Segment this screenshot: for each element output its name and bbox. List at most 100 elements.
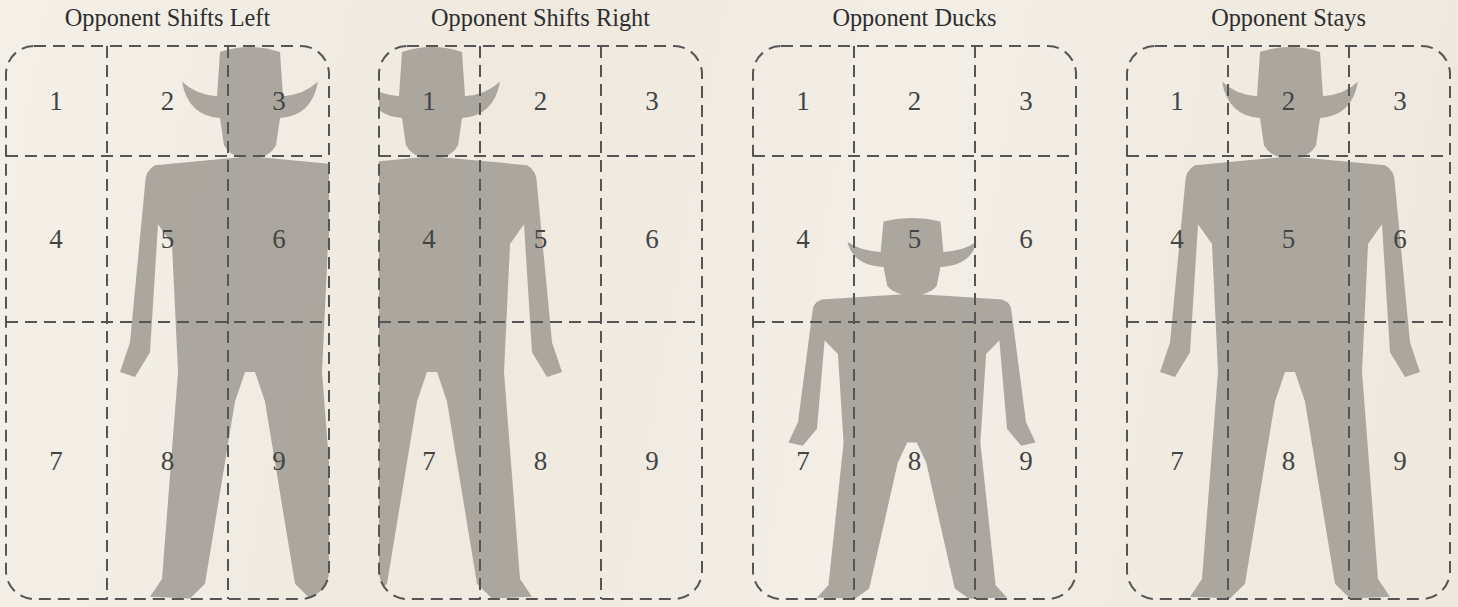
cell-number: 2 xyxy=(908,86,922,116)
panel-outline xyxy=(379,46,702,599)
cell-number: 7 xyxy=(796,446,810,476)
grid-cell: 8 xyxy=(854,322,975,600)
grid-cell: 3 xyxy=(601,45,703,156)
grid-cell: 6 xyxy=(975,156,1077,322)
cell-number: 3 xyxy=(272,86,286,116)
cell-number: 5 xyxy=(534,224,548,254)
panel-title: Opponent Shifts Right xyxy=(338,1,743,35)
grid-cell: 8 xyxy=(480,322,601,600)
grid-line xyxy=(6,155,329,157)
cell-number: 9 xyxy=(1019,446,1033,476)
grid-line xyxy=(974,46,976,599)
grid-line xyxy=(379,321,702,323)
panel-drawing xyxy=(1126,45,1451,600)
grid-cell: 2 xyxy=(854,45,975,156)
panel-outline xyxy=(1127,46,1450,599)
cell-number: 1 xyxy=(49,86,63,116)
cell-number: 4 xyxy=(1170,224,1184,254)
grid-cell: 4 xyxy=(5,156,107,322)
grid-line xyxy=(1127,155,1450,157)
cell-number: 7 xyxy=(422,446,436,476)
cell-number: 5 xyxy=(1282,224,1296,254)
grid-cell: 7 xyxy=(5,322,107,600)
cell-number: 4 xyxy=(422,224,436,254)
cell-number: 4 xyxy=(49,224,63,254)
cell-number: 6 xyxy=(645,224,659,254)
grid-cell: 6 xyxy=(228,156,330,322)
grid-cell: 6 xyxy=(601,156,703,322)
grid-cell: 5 xyxy=(480,156,601,322)
grid-cell: 1 xyxy=(752,45,854,156)
panel-drawing xyxy=(378,45,703,600)
grid-cell: 3 xyxy=(975,45,1077,156)
grid-cell: 1 xyxy=(1126,45,1228,156)
grid-cell: 4 xyxy=(752,156,854,322)
cell-number: 3 xyxy=(645,86,659,116)
cell-number: 2 xyxy=(1282,86,1296,116)
cell-number: 1 xyxy=(1170,86,1184,116)
grid-cell: 7 xyxy=(378,322,480,600)
grid-cell: 9 xyxy=(601,322,703,600)
panel-drawing xyxy=(752,45,1077,600)
panel-title: Opponent Stays xyxy=(1086,1,1458,35)
cell-number: 5 xyxy=(161,224,175,254)
grid-cell: 2 xyxy=(480,45,601,156)
grid-cell: 4 xyxy=(1126,156,1228,322)
cell-number: 8 xyxy=(908,446,922,476)
cell-number: 5 xyxy=(908,224,922,254)
grid-cell: 2 xyxy=(107,45,228,156)
cell-number: 7 xyxy=(49,446,63,476)
grid-cell: 7 xyxy=(752,322,854,600)
grid-line xyxy=(753,321,1076,323)
panel: Opponent Shifts Left123456789 xyxy=(5,45,330,600)
grid-line xyxy=(379,155,702,157)
cell-number: 7 xyxy=(1170,446,1184,476)
cell-number: 4 xyxy=(796,224,810,254)
grid-line xyxy=(1348,46,1350,599)
grid-cell: 1 xyxy=(5,45,107,156)
grid-cell: 2 xyxy=(1228,45,1349,156)
cell-number: 8 xyxy=(1282,446,1296,476)
opponent-silhouette xyxy=(789,218,1036,599)
panel-title: Opponent Ducks xyxy=(712,1,1117,35)
cell-number: 9 xyxy=(1393,446,1407,476)
panel: Opponent Ducks123456789 xyxy=(752,45,1077,600)
grid-line xyxy=(600,46,602,599)
panel: Opponent Stays123456789 xyxy=(1126,45,1451,600)
cell-number: 6 xyxy=(1019,224,1033,254)
cell-number: 1 xyxy=(796,86,810,116)
cell-number: 2 xyxy=(534,86,548,116)
grid-cell: 4 xyxy=(378,156,480,322)
cell-number: 1 xyxy=(422,86,436,116)
cell-number: 9 xyxy=(272,446,286,476)
cell-number: 3 xyxy=(1393,86,1407,116)
panel-outline xyxy=(6,46,329,599)
grid-cell: 7 xyxy=(1126,322,1228,600)
grid-line xyxy=(6,321,329,323)
grid-cell: 3 xyxy=(228,45,330,156)
grid-line xyxy=(1127,321,1450,323)
cell-number: 9 xyxy=(645,446,659,476)
grid-line xyxy=(227,46,229,599)
grid-cell: 8 xyxy=(107,322,228,600)
grid-cell: 5 xyxy=(854,156,975,322)
grid-cell: 9 xyxy=(228,322,330,600)
grid-line xyxy=(753,155,1076,157)
grid-cell: 1 xyxy=(378,45,480,156)
grid-cell: 3 xyxy=(1349,45,1451,156)
grid-cell: 6 xyxy=(1349,156,1451,322)
cell-number: 8 xyxy=(534,446,548,476)
panel-drawing xyxy=(5,45,330,600)
grid-cell: 9 xyxy=(975,322,1077,600)
cell-number: 8 xyxy=(161,446,175,476)
cell-number: 6 xyxy=(272,224,286,254)
panel: Opponent Shifts Right123456789 xyxy=(378,45,703,600)
panel-title: Opponent Shifts Left xyxy=(0,1,370,35)
grid-cell: 5 xyxy=(107,156,228,322)
grid-cell: 5 xyxy=(1228,156,1349,322)
panel-outline xyxy=(753,46,1076,599)
grid-cell: 8 xyxy=(1228,322,1349,600)
cell-number: 3 xyxy=(1019,86,1033,116)
grid-cell: 9 xyxy=(1349,322,1451,600)
